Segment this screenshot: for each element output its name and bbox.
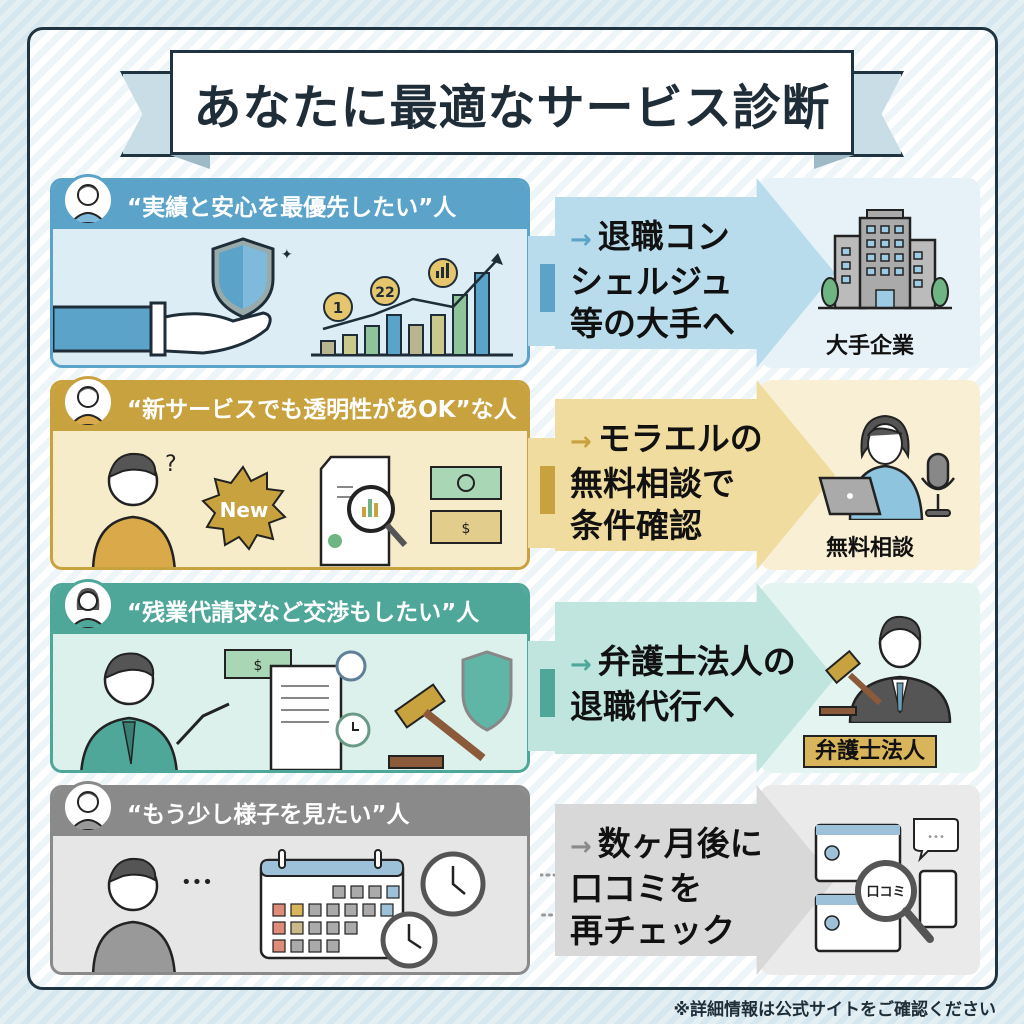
avatar-man (62, 174, 114, 226)
avatar-man (62, 781, 114, 833)
pointing-businessman-icon (80, 652, 230, 770)
banner-main: あなたに最適なサービス診断 (170, 50, 854, 155)
svg-text:$: $ (254, 658, 263, 674)
hand-icon (53, 301, 272, 357)
persona-header: “もう少し様子を見たい”人 (53, 788, 527, 836)
persona-illustration: ✦ 1 22 (53, 229, 527, 365)
row-law-firm: “残業代請求など交渉もしたい”人 $ (50, 579, 980, 773)
persona-card: “残業代請求など交渉もしたい”人 $ (50, 583, 530, 773)
persona-header-text: “もう少し様子を見たい”人 (127, 802, 410, 828)
svg-text:$: $ (462, 521, 471, 537)
svg-text:口コミ: 口コミ (866, 885, 905, 900)
persona-card: “実績と安心を最優先したい”人 ✦ (50, 178, 530, 368)
row-wait-and-see: “もう少し様子を見たい”人 ••• (50, 781, 980, 975)
pondering-person-icon: ••• (91, 858, 213, 972)
footnote: ※詳細情報は公式サイトをご確認ください (673, 1000, 996, 1020)
title-banner: あなたに最適なサービス診断 (120, 45, 904, 169)
persona-header-text: “新サービスでも透明性があOK”な人 (127, 397, 517, 423)
persona-header: “新サービスでも透明性があOK”な人 (53, 383, 527, 431)
money-bills-icon: $ (430, 466, 502, 544)
svg-text:✦: ✦ (281, 247, 293, 263)
calendar-icon (259, 849, 405, 960)
persona-illustration: ••• (53, 836, 527, 972)
recommendation-text: →モラエルの 無料相談で 条件確認 (570, 419, 763, 545)
avatar-woman (62, 579, 114, 631)
svg-text:1: 1 (333, 299, 343, 317)
growth-chart-icon: 1 22 (311, 253, 513, 357)
recommendation-text: →弁護士法人の 退職代行へ (570, 642, 796, 726)
row-big-company: “実績と安心を最優先したい”人 ✦ (50, 174, 980, 368)
reviews-magnifier-icon: ••• 口コミ (810, 815, 960, 953)
contract-money-clock-icon: $ (224, 649, 371, 770)
avatar-thinking-man (62, 376, 114, 428)
result-label: 無料相談 (825, 536, 914, 561)
persona-card: “もう少し様子を見たい”人 ••• (50, 785, 530, 975)
gavel-shield-icon (388, 650, 513, 769)
lawyer-gavel-icon (810, 603, 960, 723)
page-title: あなたに最適なサービス診断 (193, 79, 831, 136)
persona-illustration: $ (53, 634, 527, 770)
row-free-consultation: “新サービスでも透明性があOK”な人 ? New (50, 376, 980, 570)
shield-icon: ✦ (211, 237, 293, 319)
persona-header: “残業代請求など交渉もしたい”人 (53, 586, 527, 634)
consultant-laptop-mic-icon (810, 400, 960, 520)
svg-text:22: 22 (375, 285, 394, 301)
recommendation-text: →数ヶ月後に 口コミを 再チェック (570, 824, 763, 950)
persona-illustration: ? New $ (53, 431, 527, 567)
persona-header: “実績と安心を最優先したい”人 (53, 181, 527, 229)
svg-text:?: ? (165, 452, 177, 477)
persona-card: “新サービスでも透明性があOK”な人 ? New (50, 380, 530, 570)
result-label: 大手企業 (825, 334, 914, 359)
clock-icon (380, 851, 486, 969)
result-label: 弁護士法人 (760, 733, 980, 768)
persona-header-text: “残業代請求など交渉もしたい”人 (127, 600, 480, 626)
thinking-person-icon: ? (91, 452, 177, 567)
document-magnifier-icon (319, 455, 408, 567)
svg-text:•••: ••• (181, 872, 213, 893)
recommendation-text: →退職コン シェルジュ 等の大手へ (570, 217, 735, 343)
persona-header-text: “実績と安心を最優先したい”人 (127, 195, 457, 221)
office-building-icon (810, 198, 960, 318)
svg-text:New: New (220, 498, 269, 522)
new-starburst-icon: New (201, 465, 287, 551)
svg-text:•••: ••• (927, 832, 945, 843)
